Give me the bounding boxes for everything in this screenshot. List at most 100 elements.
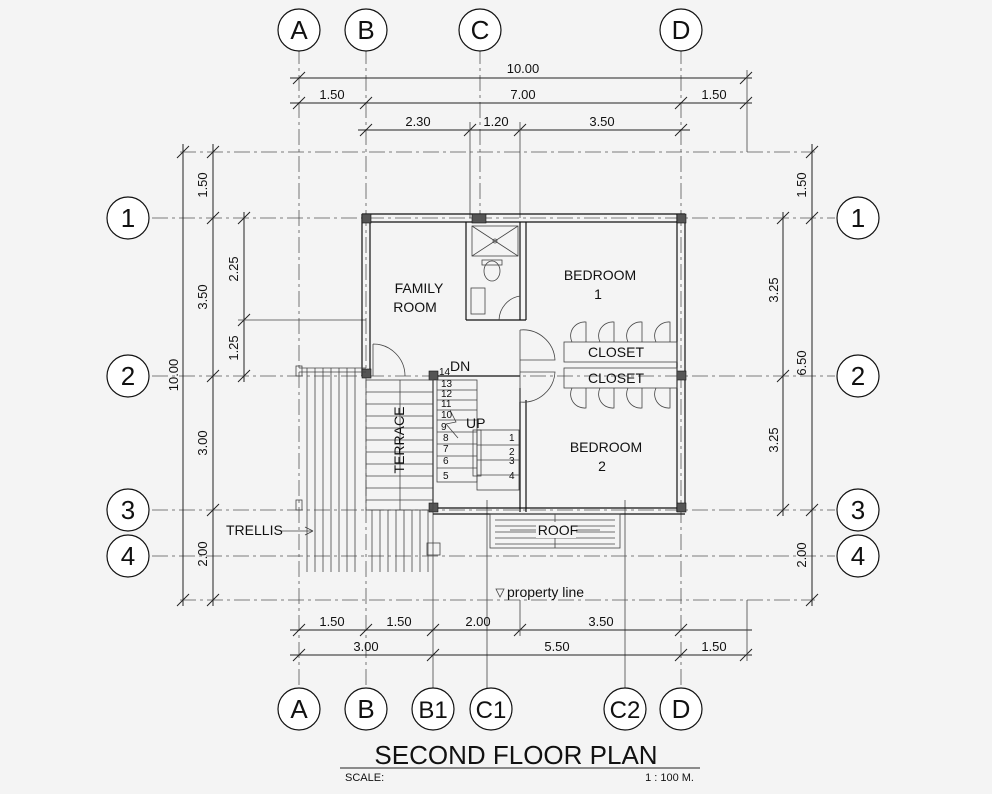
dim-bottom-c: 2.00 — [465, 614, 490, 629]
dim-top-f: 3.50 — [589, 114, 614, 129]
grid-label-right-3: 3 — [851, 495, 865, 525]
left-dimensions: 10.00 1.50 3.50 3.00 2.00 2.25 1.25 — [166, 144, 366, 607]
plan-title: SECOND FLOOR PLAN — [374, 740, 657, 770]
dim-top-c: 1.50 — [701, 87, 726, 102]
dim-left-d: 2.00 — [195, 541, 210, 566]
stairs: 14 13 12 11 10 9 8 7 6 5 1 2 3 4 DN UP — [436, 358, 520, 491]
scale-label: SCALE: — [345, 772, 384, 784]
stair-num-8: 8 — [443, 433, 449, 444]
dim-left-b: 3.50 — [195, 284, 210, 309]
terrace-trellis: TERRACE TRELLIS — [226, 367, 434, 572]
stair-num-11: 11 — [441, 399, 452, 410]
dim-left-total: 10.00 — [166, 359, 181, 392]
roof-label: ROOF — [538, 522, 578, 538]
bottom-dimensions: 1.50 1.50 2.00 3.50 3.00 5.50 1.50 — [290, 600, 753, 662]
dim-left-f: 1.25 — [226, 335, 241, 360]
stair-down-label: DN — [450, 358, 470, 374]
family-room-label-1: FAMILY — [395, 280, 444, 296]
vertical-grid-lines — [298, 48, 682, 690]
stair-num-10: 10 — [441, 410, 453, 421]
columns — [295, 213, 687, 556]
dim-right-e: 2.00 — [794, 542, 809, 567]
bedroom-2-label-2: 2 — [598, 458, 606, 474]
dim-top-e: 1.20 — [483, 114, 508, 129]
bedroom-1-label-1: BEDROOM — [564, 267, 636, 283]
dim-left-e: 2.25 — [226, 256, 241, 281]
scale-value: 1 : 100 M. — [645, 772, 694, 784]
dim-bottom-b: 1.50 — [386, 614, 411, 629]
grid-label-top-d: D — [672, 15, 691, 45]
toilet-bath — [470, 225, 521, 321]
grid-label-right-1: 1 — [851, 203, 865, 233]
stair-num-2: 2 — [509, 447, 515, 458]
grid-label-top-b: B — [357, 15, 374, 45]
stair-num-13: 13 — [441, 379, 453, 390]
stair-num-1: 1 — [509, 433, 515, 444]
right-dimensions: 1.50 3.25 6.50 3.25 2.00 — [766, 144, 819, 607]
grid-label-bottom-a: A — [290, 694, 308, 724]
grid-label-bottom-c2: C2 — [610, 697, 641, 724]
doors — [372, 329, 556, 403]
right-grid-bubbles: 1 2 3 4 — [836, 196, 880, 578]
stair-num-6: 6 — [443, 456, 449, 467]
closet-label-1: CLOSET — [588, 344, 644, 360]
grid-label-bottom-b: B — [357, 694, 374, 724]
stair-num-5: 5 — [443, 471, 449, 482]
grid-label-bottom-d: D — [672, 694, 691, 724]
left-grid-bubbles: 1 2 3 4 — [106, 196, 150, 578]
stair-num-14: 14 — [439, 367, 451, 378]
stair-num-7: 7 — [443, 444, 449, 455]
top-dimensions: 10.00 1.50 7.00 1.50 2.30 1.20 3.50 — [290, 61, 753, 218]
trellis-slats — [299, 367, 429, 572]
dim-bottom-a: 1.50 — [319, 614, 344, 629]
room-labels: FAMILY ROOM BEDROOM 1 BEDROOM 2 — [393, 267, 642, 474]
grid-label-left-1: 1 — [121, 203, 135, 233]
dim-left-c: 3.00 — [195, 430, 210, 455]
walls — [361, 213, 686, 515]
bottom-grid-bubbles: A B B1 C1 C2 D — [277, 687, 703, 731]
grid-label-right-4: 4 — [851, 541, 865, 571]
stair-num-9: 9 — [441, 422, 447, 433]
dim-top-total: 10.00 — [507, 61, 540, 76]
bedroom-1-label-2: 1 — [594, 286, 602, 302]
grid-label-top-a: A — [290, 15, 308, 45]
triangle-marker-icon — [495, 588, 505, 598]
property-line: property line — [495, 584, 584, 600]
roof-area: ROOF — [489, 513, 621, 549]
closet-label-2: CLOSET — [588, 370, 644, 386]
grid-label-top-c: C — [471, 15, 490, 45]
dim-top-a: 1.50 — [319, 87, 344, 102]
dim-bottom-e: 3.00 — [353, 639, 378, 654]
family-room-label-2: ROOM — [393, 299, 437, 315]
grid-label-bottom-c1: C1 — [476, 697, 507, 724]
grid-label-bottom-b1: B1 — [418, 697, 447, 724]
toilet-icon — [483, 260, 501, 282]
grid-label-left-4: 4 — [121, 541, 135, 571]
grid-label-left-2: 2 — [121, 361, 135, 391]
stair-num-3: 3 — [509, 456, 515, 467]
grid-label-right-2: 2 — [851, 361, 865, 391]
dim-left-a: 1.50 — [195, 172, 210, 197]
bedroom-2-label-1: BEDROOM — [570, 439, 642, 455]
horizontal-grid-lines — [152, 151, 835, 601]
stair-num-4: 4 — [509, 471, 515, 482]
dim-right-d: 3.25 — [766, 427, 781, 452]
dim-right-b: 3.25 — [766, 277, 781, 302]
title-block: SECOND FLOOR PLAN SCALE: 1 : 100 M. — [340, 740, 700, 784]
top-grid-bubbles: A B C D — [277, 8, 703, 52]
dim-bottom-d: 3.50 — [588, 614, 613, 629]
dim-bottom-f: 5.50 — [544, 639, 569, 654]
grid-label-left-3: 3 — [121, 495, 135, 525]
stair-num-12: 12 — [441, 389, 453, 400]
terrace-label: TERRACE — [391, 407, 407, 474]
stair-up-label: UP — [466, 415, 485, 431]
dim-top-d: 2.30 — [405, 114, 430, 129]
trellis-label: TRELLIS — [226, 522, 283, 538]
property-line-label: property line — [507, 584, 584, 600]
closets: CLOSET CLOSET — [563, 321, 678, 409]
dim-right-a: 1.50 — [794, 172, 809, 197]
dim-bottom-g: 1.50 — [701, 639, 726, 654]
dim-top-b: 7.00 — [510, 87, 535, 102]
dim-right-c: 6.50 — [794, 350, 809, 375]
